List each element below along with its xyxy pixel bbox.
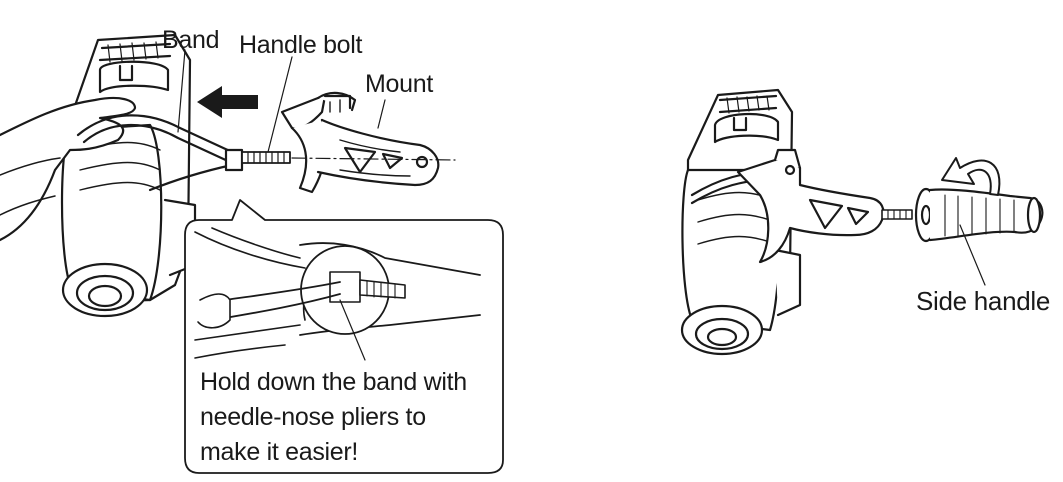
left-drill-illustration	[0, 33, 456, 318]
right-drill-illustration	[680, 88, 1044, 356]
callout-tip-text: Hold down the band with needle-nose plie…	[200, 365, 500, 470]
callout-line: Hold down the band with	[200, 368, 467, 396]
callout-box	[184, 199, 504, 474]
rotate-counterclockwise-icon	[941, 157, 1001, 196]
mount-part	[280, 91, 440, 194]
mount-label: Mount	[365, 70, 433, 98]
handle-bolt-label: Handle bolt	[239, 31, 363, 59]
band-label: Band	[162, 26, 220, 54]
side-handle-part	[914, 187, 1044, 243]
side-handle-label: Side handle	[916, 286, 1051, 316]
handle-bolt-part	[241, 151, 291, 164]
callout-detail-illustration	[194, 227, 481, 361]
callout-line: needle-nose pliers to	[200, 403, 426, 431]
arrow-left-icon	[197, 86, 258, 118]
callout-line: make it easier!	[200, 438, 359, 466]
